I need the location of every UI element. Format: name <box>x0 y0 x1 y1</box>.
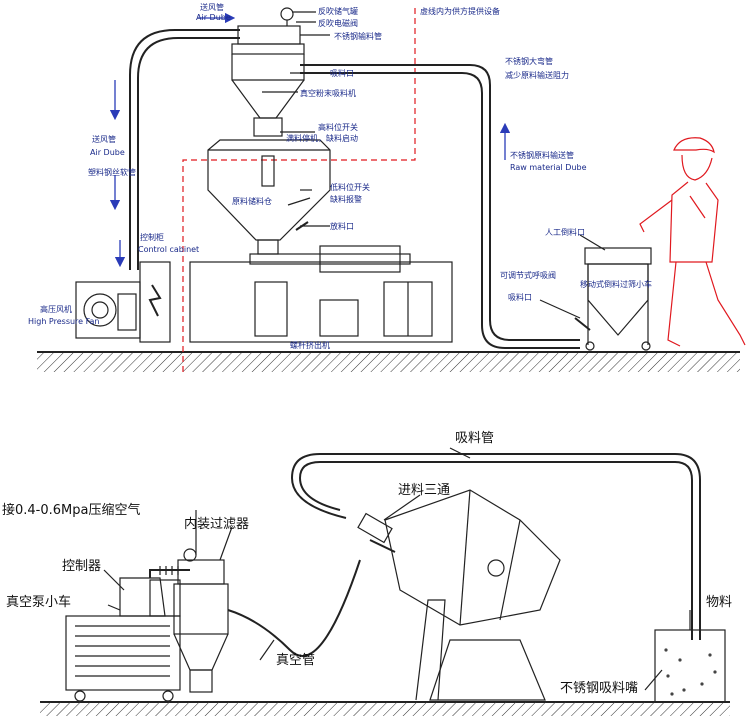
mixer-stand <box>429 639 546 701</box>
label-high-level-switch: 高料位开关 <box>318 122 358 132</box>
label-raw-hopper: 原料储料仓 <box>232 196 272 206</box>
label-screw-extruder: 螺杆挤出机 <box>290 340 330 350</box>
vacuum-pump-cart <box>65 615 181 691</box>
controller-box <box>119 577 166 617</box>
label-manual-feed-port: 人工倒料口 <box>545 227 585 237</box>
screw-extruder-body <box>189 261 453 343</box>
label-low-level-switch: 低料位开关 <box>330 182 370 192</box>
label-elbow-note: 减少原料输送阻力 <box>505 70 569 80</box>
label-high-level-note: 满料停机，缺料启动 <box>286 133 358 143</box>
label-suction-port2: 吸料口 <box>508 292 532 302</box>
label-vacuum-loader: 真空粉末吸料机 <box>300 88 356 98</box>
label-air-tube-left: 送风管 <box>92 134 116 144</box>
worker-figure <box>639 137 746 347</box>
label-mobile-cart: 移动式倒料过筛小车 <box>580 279 652 289</box>
label-discharge-port: 放料口 <box>330 221 354 231</box>
label-high-pressure-fan: 高压风机 <box>40 304 72 314</box>
label-ss-suction-pipe: 不锈钢输料管 <box>334 31 382 41</box>
vacuum-loader-body <box>231 54 305 81</box>
label-internal-filter: 内装过滤器 <box>184 516 249 532</box>
label-control-cabinet-en: Control cabinet <box>138 245 199 254</box>
label-vacuum-pump-cart: 真空泵小车 <box>6 594 71 610</box>
label-air-tube: 送风管 <box>200 2 224 12</box>
label-vacuum-tube: 真空管 <box>276 653 315 668</box>
drum-mixer <box>384 489 561 626</box>
bottom-diagram <box>40 447 730 716</box>
label-material: 物料 <box>706 595 732 610</box>
filter-head <box>177 559 225 585</box>
control-cabinet <box>139 261 171 343</box>
feed-tee <box>357 512 393 544</box>
supplier-boundary-line <box>182 8 416 372</box>
top-diagram <box>37 7 746 372</box>
label-adjustable-valve: 可调节式呼吸阀 <box>500 270 556 280</box>
label-air-tube-left-en: Air Dube <box>90 148 125 157</box>
label-suction-port: 吸料口 <box>330 68 354 78</box>
label-plastic-hose: 塑料钢丝软管 <box>88 167 136 177</box>
label-ss-material-pipe: 不锈钢原料输送管 <box>510 150 574 160</box>
label-dashed-note: 虚线内为供方提供设备 <box>420 6 500 16</box>
label-low-level-note: 缺料报警 <box>330 194 362 204</box>
top-labels: 送风管 Air Dube 反吹储气罐 反吹电磁阀 虚线内为供方提供设备 不锈钢输… <box>28 2 652 350</box>
label-air-tube-en: Air Dube <box>196 13 231 22</box>
label-raw-material-en: Raw material Dube <box>510 163 587 172</box>
suction-pipe <box>298 461 693 640</box>
label-compressed-air: 接0.4-0.6Mpa压缩空气 <box>2 502 140 518</box>
label-backflush-tank: 反吹储气罐 <box>318 6 358 16</box>
sight-glass <box>261 155 275 187</box>
backflush-tank-icon <box>280 7 294 21</box>
mobile-cart-body <box>587 263 649 336</box>
label-suction-pipe: 吸料管 <box>455 431 494 446</box>
loader-cap <box>237 25 301 45</box>
bottom-labels: 吸料管 进料三通 接0.4-0.6Mpa压缩空气 内装过滤器 控制器 真空泵小车… <box>2 431 732 696</box>
air-tube-pipe <box>129 29 240 270</box>
label-high-pressure-fan-en: High Pressure Fan <box>28 317 99 326</box>
label-control-cabinet: 控制柜 <box>140 232 164 242</box>
label-ss-elbow: 不锈钢大弯管 <box>505 56 553 66</box>
top-ground <box>37 352 740 372</box>
label-ss-suction-nozzle: 不锈钢吸料嘴 <box>560 681 638 696</box>
filter-loader-body <box>173 583 229 635</box>
material-container <box>654 629 726 703</box>
label-backflush-valve: 反吹电磁阀 <box>318 18 358 28</box>
raw-material-pipe <box>300 64 580 341</box>
label-feed-tee: 进料三通 <box>398 483 450 498</box>
high-pressure-fan <box>75 281 141 339</box>
label-controller: 控制器 <box>62 559 101 574</box>
cart-hopper-top <box>584 247 652 265</box>
raw-hopper-body <box>207 139 331 241</box>
vacuum-tube <box>227 559 361 657</box>
